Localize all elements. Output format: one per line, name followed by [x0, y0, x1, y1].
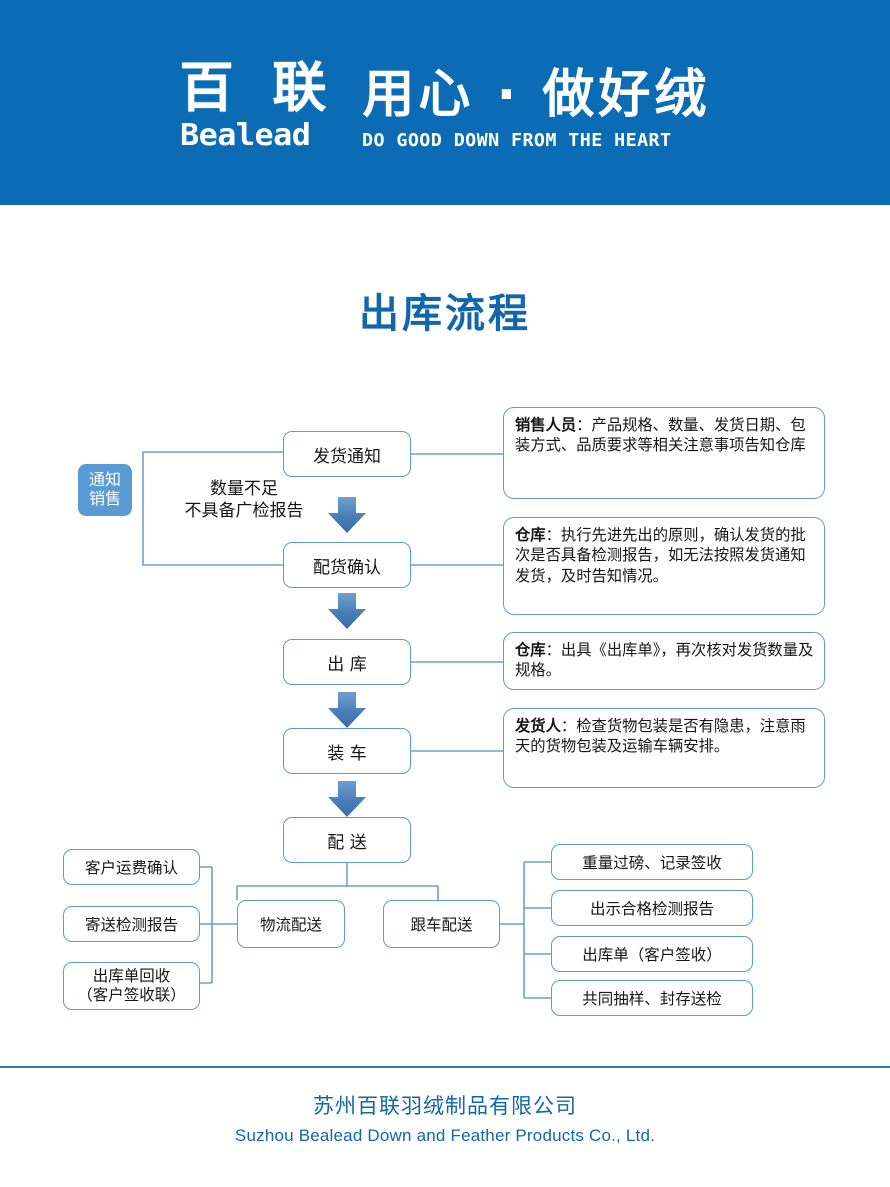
note-text: 检查货物包装是否有隐患，注意雨天的货物包装及运输车辆安排。	[515, 717, 806, 756]
note-separator: ：	[560, 717, 577, 735]
flow-node-label: 配 送	[327, 832, 367, 853]
footer: 苏州百联羽绒制品有限公司 Suzhou Bealead Down and Fea…	[0, 1090, 890, 1146]
logo-latin-name: Bealead	[179, 118, 311, 154]
company-name-english: Suzhou Bealead Down and Feather Products…	[234, 1126, 656, 1145]
flow-node-outbound[interactable]: 出 库	[283, 639, 411, 685]
flow-node-label: 配货确认	[313, 557, 381, 578]
notify-sales-node[interactable]: 通知 销售	[78, 464, 132, 516]
task-outbound-form-recovery[interactable]: 出库单回收 （客户签收联）	[63, 962, 200, 1010]
loop-condition-label: 数量不足 不具备广检报告	[184, 479, 304, 522]
flow-node-label: 物流配送	[259, 916, 322, 934]
task-label: 客户运费确认	[84, 859, 178, 877]
flow-node-label: 发货通知	[313, 446, 381, 467]
note-role: 销售人员	[515, 416, 577, 434]
flow-node-loading[interactable]: 装 车	[283, 728, 411, 774]
header-banner: 百 联 Bealead 用心 · 做好绒 DO GOOD DOWN FROM T…	[0, 0, 890, 205]
task-label: 出库单回收	[92, 966, 171, 985]
note-separator: ：	[545, 526, 561, 544]
note-separator: ：	[545, 641, 561, 659]
task-label: 出示合格检测报告	[589, 900, 714, 918]
task-label: 寄送检测报告	[84, 916, 178, 934]
note-role: 仓库	[515, 526, 546, 544]
flow-node-label: 跟车配送	[410, 916, 473, 934]
slogan-chinese: 用心 · 做好绒	[362, 64, 711, 125]
slogan-english: DO GOOD DOWN FROM THE HEART	[362, 130, 672, 152]
task-show-qualified-report[interactable]: 出示合格检测报告	[551, 890, 753, 926]
note-separator: ：	[576, 416, 592, 434]
note-text: 产品规格、数量、发货日期、包装方式、品质要求等相关注意事项告知仓库	[515, 416, 806, 455]
task-label: 重量过磅、记录签收	[582, 854, 722, 872]
task-outbound-form-signed[interactable]: 出库单（客户签收）	[551, 936, 753, 972]
task-weighing-record-receipt[interactable]: 重量过磅、记录签收	[551, 844, 753, 880]
notify-sales-label: 通知 销售	[88, 470, 121, 508]
flow-node-shipping-notice[interactable]: 发货通知	[283, 431, 411, 477]
note-shipper: 发货人：检查货物包装是否有隐患，注意雨天的货物包装及运输车辆安排。	[503, 708, 825, 788]
note-text: 执行先进先出的原则，确认发货的批次是否具备检测报告，如无法按照发货通知发货，及时…	[515, 526, 806, 585]
task-label: 共同抽样、封存送检	[582, 990, 722, 1008]
flow-node-label: 出 库	[327, 654, 367, 675]
flow-node-label: 装 车	[327, 743, 367, 764]
note-text: 出具《出库单》，再次核对发货数量及规格。	[515, 641, 814, 680]
task-label: 出库单（客户签收）	[582, 946, 722, 964]
note-sales-staff: 销售人员：产品规格、数量、发货日期、包装方式、品质要求等相关注意事项告知仓库	[503, 407, 825, 499]
flow-node-logistics-delivery[interactable]: 物流配送	[237, 900, 345, 948]
task-joint-sampling-sealed[interactable]: 共同抽样、封存送检	[551, 980, 753, 1016]
footer-divider	[0, 1066, 890, 1068]
flow-node-allocation-confirm[interactable]: 配货确认	[283, 542, 411, 588]
logo-chinese-name: 百 联	[179, 55, 337, 119]
company-name-chinese: 苏州百联羽绒制品有限公司	[313, 1094, 577, 1118]
task-customer-freight-confirm[interactable]: 客户运费确认	[63, 849, 200, 885]
brand-logo: 百 联 Bealead 用心 · 做好绒 DO GOOD DOWN FROM T…	[179, 55, 711, 154]
flow-node-delivery[interactable]: 配 送	[283, 817, 411, 863]
note-warehouse-fifo: 仓库：执行先进先出的原则，确认发货的批次是否具备检测报告，如无法按照发货通知发货…	[503, 517, 825, 615]
page-title: 出库流程	[359, 291, 531, 337]
note-warehouse-outbound-form: 仓库：出具《出库单》，再次核对发货数量及规格。	[503, 632, 825, 690]
task-label-second-line: （客户签收联）	[77, 986, 186, 1004]
task-send-test-report[interactable]: 寄送检测报告	[63, 906, 200, 942]
flow-node-escort-delivery[interactable]: 跟车配送	[383, 900, 500, 948]
note-role: 仓库	[515, 641, 546, 659]
note-role: 发货人	[515, 717, 561, 735]
